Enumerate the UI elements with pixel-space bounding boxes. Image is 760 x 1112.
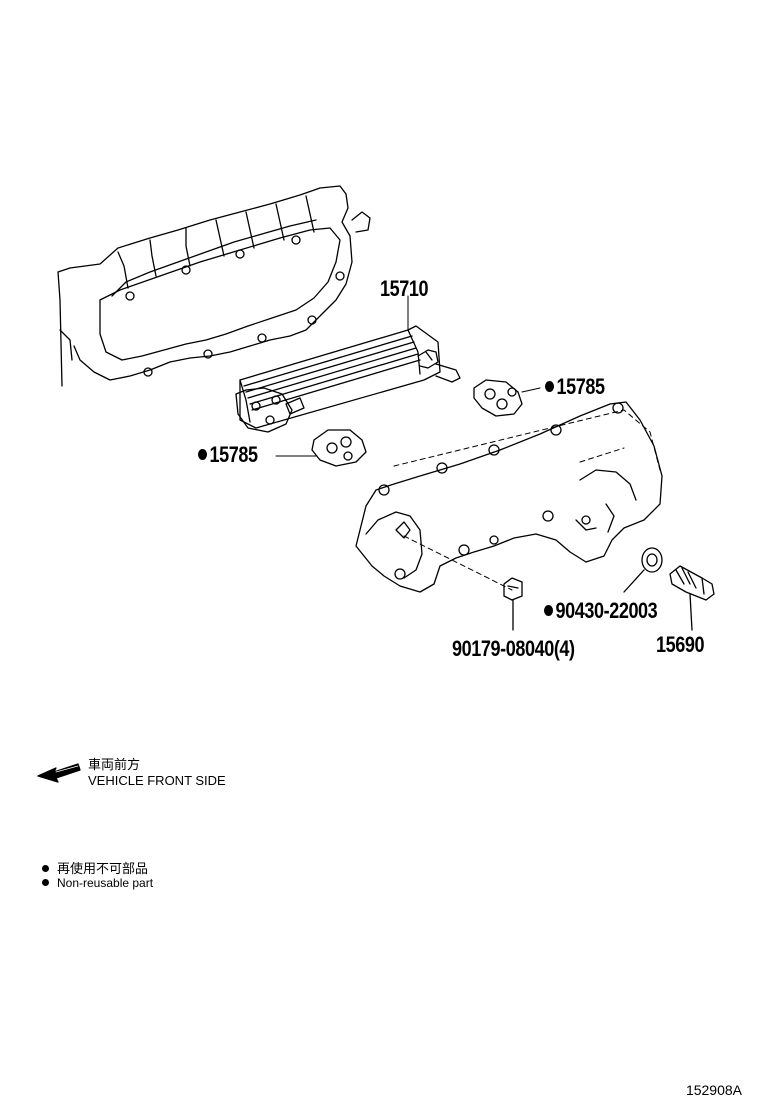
front-label-jp: 車両前方 [88,757,141,772]
washer-90430 [623,547,663,593]
engine-housing [57,185,371,387]
nut-90179 [503,577,523,631]
oil-cooler-15710 [235,325,461,433]
non-reusable-marker-icon [42,865,49,873]
label-nut: 90179-08040(4) [452,636,575,661]
gasket-15785-upper [473,379,523,417]
vehicle-front-arrow-icon [37,763,81,783]
non-reusable-marker-icon [42,879,49,887]
label-sensor: 15690 [656,632,705,657]
sensor-15690 [669,565,715,631]
nonreuse-en-text: Non-reusable part [57,876,154,890]
label-gasket-lower: 15785 [198,442,258,468]
nonreuse-label-jp: 再使用不可部品 [42,858,148,877]
gasket-15785-lower [311,429,367,467]
label-oil-cooler: 15710 [380,276,429,301]
label-gasket-upper-text: 15785 [556,374,605,399]
oil-cooler-cover [355,401,663,593]
nonreuse-label-en: Non-reusable part [42,876,153,890]
non-reusable-marker-icon [198,448,208,460]
label-washer: 90430-22003 [544,598,658,624]
leader-lines [275,295,541,457]
alignment-lines [393,409,661,591]
label-gasket-upper: 15785 [545,374,605,400]
front-label-en: VEHICLE FRONT SIDE [88,773,226,788]
label-washer-text: 90430-22003 [555,598,658,623]
non-reusable-marker-icon [544,604,554,616]
label-gasket-lower-text: 15785 [209,442,258,467]
nonreuse-jp-text: 再使用不可部品 [57,861,149,876]
non-reusable-marker-icon [545,380,555,392]
figure-code: 152908A [685,1082,742,1098]
